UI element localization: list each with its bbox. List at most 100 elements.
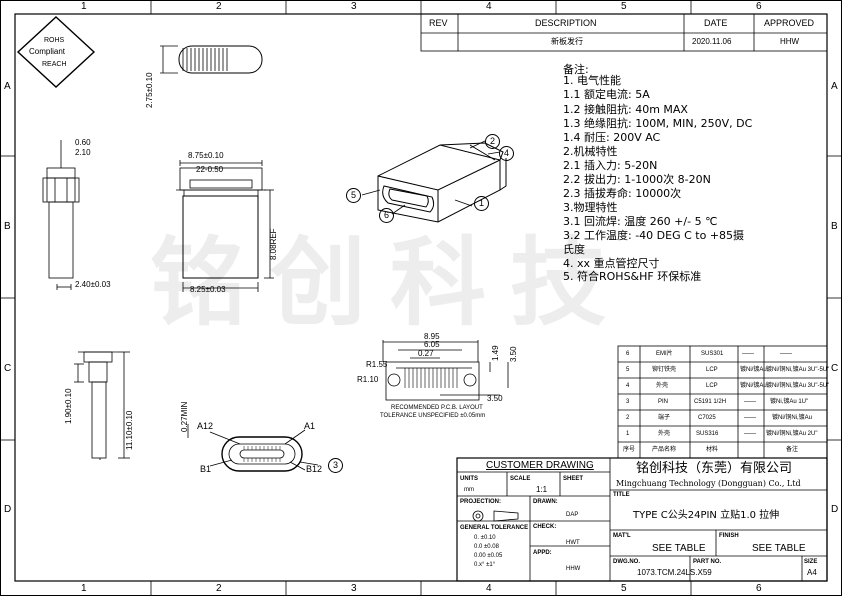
bom-material: LCP bbox=[706, 367, 718, 373]
bom-name: 外壳 bbox=[656, 383, 669, 389]
projection-label: PROJECTION: bbox=[460, 499, 502, 505]
note-line: 2.3 插拔寿命: 10000次 bbox=[563, 187, 682, 200]
zone-col-5-bottom: 5 bbox=[621, 583, 627, 594]
bom-finish: —— bbox=[780, 351, 792, 357]
dim-875: 8.75±0.10 bbox=[188, 151, 224, 160]
bom-plating: —— bbox=[744, 415, 756, 421]
balloon-1: 1 bbox=[474, 196, 489, 211]
zone-col-2-top: 2 bbox=[216, 1, 222, 12]
zone-col-1-top: 1 bbox=[81, 1, 87, 12]
bom-header-no: 序号 bbox=[623, 447, 636, 453]
zone-col-4-bottom: 4 bbox=[486, 583, 492, 594]
zone-col-3-top: 3 bbox=[351, 1, 357, 12]
bom-finish: 镀Ni/铜Ni,镀Au 3U"-5U" bbox=[766, 383, 830, 389]
note-line: 1.1 额定电流: 5A bbox=[563, 88, 650, 101]
bom-no: 5 bbox=[626, 367, 630, 373]
material-value: SEE TABLE bbox=[652, 543, 706, 554]
approved-label: APPD: bbox=[533, 550, 552, 556]
tolerance-label: GENERAL TOLERANCE bbox=[460, 525, 529, 531]
material-label: MAT'L bbox=[613, 533, 631, 539]
drawn-label: DRAWN: bbox=[533, 499, 558, 505]
bom-material: C7025 bbox=[698, 415, 716, 421]
dim-side-a: 2.75±0.10 bbox=[145, 72, 154, 108]
pcb-dim-350-vertical: 3.50 bbox=[509, 346, 518, 362]
bom-no: 3 bbox=[626, 399, 630, 405]
pcb-dim-027: 0.27 bbox=[418, 349, 434, 358]
pcb-dim-r110: R1.10 bbox=[357, 375, 379, 384]
check-label: CHECK: bbox=[533, 524, 557, 530]
zone-col-1-bottom: 1 bbox=[81, 583, 87, 594]
approved-header: APPROVED bbox=[764, 18, 815, 28]
zone-row-c-right: C bbox=[831, 363, 839, 374]
units-value: mm bbox=[464, 487, 474, 493]
scale-value: 1:1 bbox=[536, 485, 548, 494]
dim-240: 2.40±0.03 bbox=[75, 280, 111, 289]
check-value: HWT bbox=[566, 540, 580, 546]
bom-plating: —— bbox=[744, 399, 756, 405]
bom-plating: —— bbox=[742, 351, 754, 357]
title-value: TYPE C公头24PIN 立贴1.0 拉伸 bbox=[633, 510, 780, 521]
balloon-4: 4 bbox=[499, 146, 514, 161]
pin-a1-label: A1 bbox=[304, 421, 316, 431]
sheet-label: SHEET bbox=[563, 476, 584, 482]
watermark: 铭创科技 bbox=[150, 226, 630, 339]
finish-label: FINISH bbox=[719, 533, 739, 539]
bom-no: 2 bbox=[626, 415, 630, 421]
bom-material: SUS301 bbox=[701, 351, 724, 357]
dim-060: 0.60 bbox=[75, 138, 91, 147]
rohs-badge-line3: REACH bbox=[42, 61, 67, 68]
zone-col-4-top: 4 bbox=[486, 1, 492, 12]
rohs-badge-line2: Compliant bbox=[29, 47, 66, 56]
tolerance-row: 0. ±0.10 bbox=[474, 535, 496, 541]
bom-finish: 镀Ni/铜Ni,镀Au bbox=[772, 415, 813, 421]
rev-header: REV bbox=[429, 18, 448, 28]
bom-name: PIN bbox=[658, 399, 669, 405]
bom-no: 1 bbox=[626, 431, 630, 437]
units-label: UNITS bbox=[460, 476, 478, 482]
pcb-dim-149: 1.49 bbox=[491, 345, 500, 361]
description-header: DESCRIPTION bbox=[535, 18, 597, 28]
dim-808: 8.08REF bbox=[269, 228, 278, 260]
rev-description: 新板发行 bbox=[551, 37, 583, 46]
zone-col-2-bottom: 2 bbox=[216, 583, 222, 594]
dwg-no-label: DWG.NO. bbox=[613, 559, 640, 565]
note-line: 5. 符合ROHS&HF 环保标准 bbox=[563, 270, 702, 283]
zone-row-d-right: D bbox=[831, 504, 839, 515]
company-name-cn: 铭创科技（东莞）有限公司 bbox=[636, 461, 793, 476]
zone-col-6-top: 6 bbox=[756, 1, 762, 12]
drawn-value: DAP bbox=[566, 512, 579, 518]
note-line: 1. 电气性能 bbox=[563, 74, 621, 87]
note-line: 2.2 拔出力: 1-1000次 8-20N bbox=[563, 173, 711, 186]
date-header: DATE bbox=[704, 18, 728, 28]
bom-header-remark: 备注 bbox=[786, 447, 799, 453]
part-no-label: PART NO. bbox=[693, 559, 722, 565]
dim-1110: 11.10±0.10 bbox=[125, 410, 134, 450]
dim-027: 0.27MIN bbox=[180, 401, 189, 432]
approved-value: HHW bbox=[566, 566, 581, 572]
dim-022: 22-0.50 bbox=[196, 165, 224, 174]
zone-row-a-left: A bbox=[4, 81, 11, 92]
note-line: 备注: bbox=[563, 63, 589, 76]
zone-row-a-right: A bbox=[831, 81, 838, 92]
pcb-layout-title: RECOMMENDED P.C.B. LAYOUT bbox=[391, 405, 483, 411]
pcb-dim-895: 8.95 bbox=[424, 332, 440, 341]
balloon-2: 2 bbox=[485, 134, 500, 149]
bom-name: 端子 bbox=[658, 415, 671, 421]
bom-plating: —— bbox=[744, 431, 756, 437]
bom-name: EMI片 bbox=[656, 351, 673, 357]
note-line: 1.3 绝缘阻抗: 100M, MIN, 250V, DC bbox=[563, 117, 753, 130]
note-line: 3.物理特性 bbox=[563, 201, 618, 214]
note-line: 3.2 工作温度: -40 DEG C to +85摄 bbox=[563, 229, 745, 242]
bom-plating: 镀Ni/镀Au bbox=[740, 383, 767, 389]
size-label: SIZE bbox=[804, 559, 818, 565]
tolerance-row: 0.00 ±0.05 bbox=[474, 553, 503, 559]
zone-row-c-left: C bbox=[4, 363, 12, 374]
bom-no: 4 bbox=[626, 383, 630, 389]
bom-material: LCP bbox=[706, 383, 718, 389]
customer-drawing-title: CUSTOMER DRAWING bbox=[486, 460, 594, 471]
zone-row-d-left: D bbox=[4, 504, 12, 515]
balloon-6: 6 bbox=[379, 208, 394, 223]
scale-label: SCALE bbox=[510, 476, 531, 482]
